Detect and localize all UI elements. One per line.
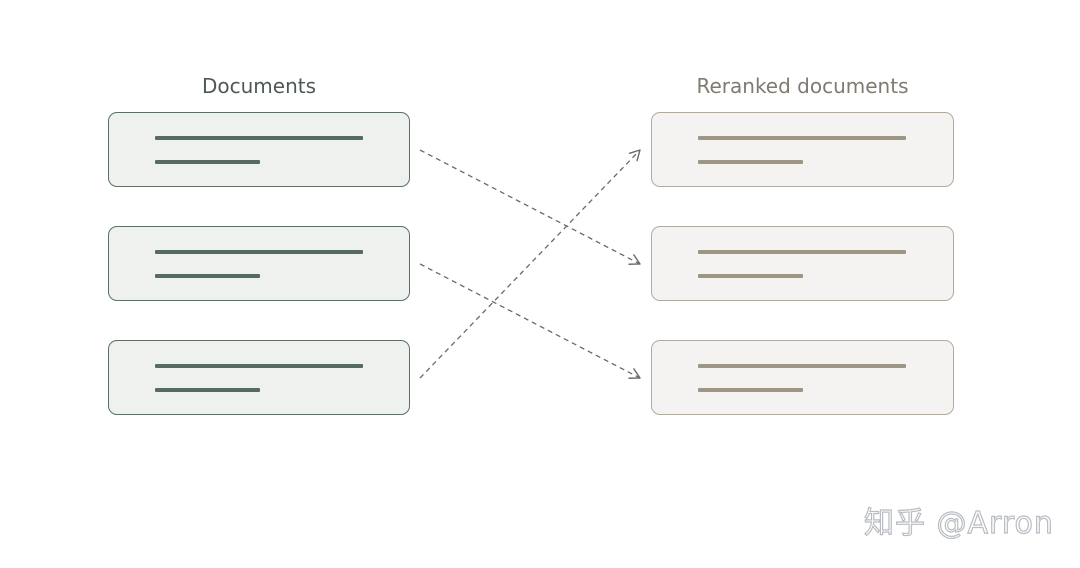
document-card-2 [108,226,410,301]
reranked-document-card-2 [651,226,954,301]
document-text-line [155,388,260,392]
document-card-3 [108,340,410,415]
rerank-arrow-line [419,149,641,265]
document-text-line [698,274,803,278]
arrowhead-icon [628,149,641,162]
document-text-line [698,364,906,368]
watermark-text: 知乎 @Arron [863,505,1054,541]
reranked-document-card-1 [651,112,954,187]
document-text-line [698,136,906,140]
document-card-1 [108,112,410,187]
document-text-line [155,160,260,164]
rerank-arrow-line [419,263,641,379]
arrowhead-icon [628,368,641,379]
document-text-line [698,160,803,164]
documents-column-title: Documents [201,74,317,98]
document-text-line [155,274,260,278]
document-text-line [155,250,363,254]
arrowhead-icon [628,254,641,265]
document-text-line [698,250,906,254]
reranked-documents-column-title: Reranked documents [696,74,909,98]
document-text-line [698,388,803,392]
reranked-document-card-3 [651,340,954,415]
document-text-line [155,364,363,368]
rerank-arrow-line [419,149,641,379]
document-text-line [155,136,363,140]
